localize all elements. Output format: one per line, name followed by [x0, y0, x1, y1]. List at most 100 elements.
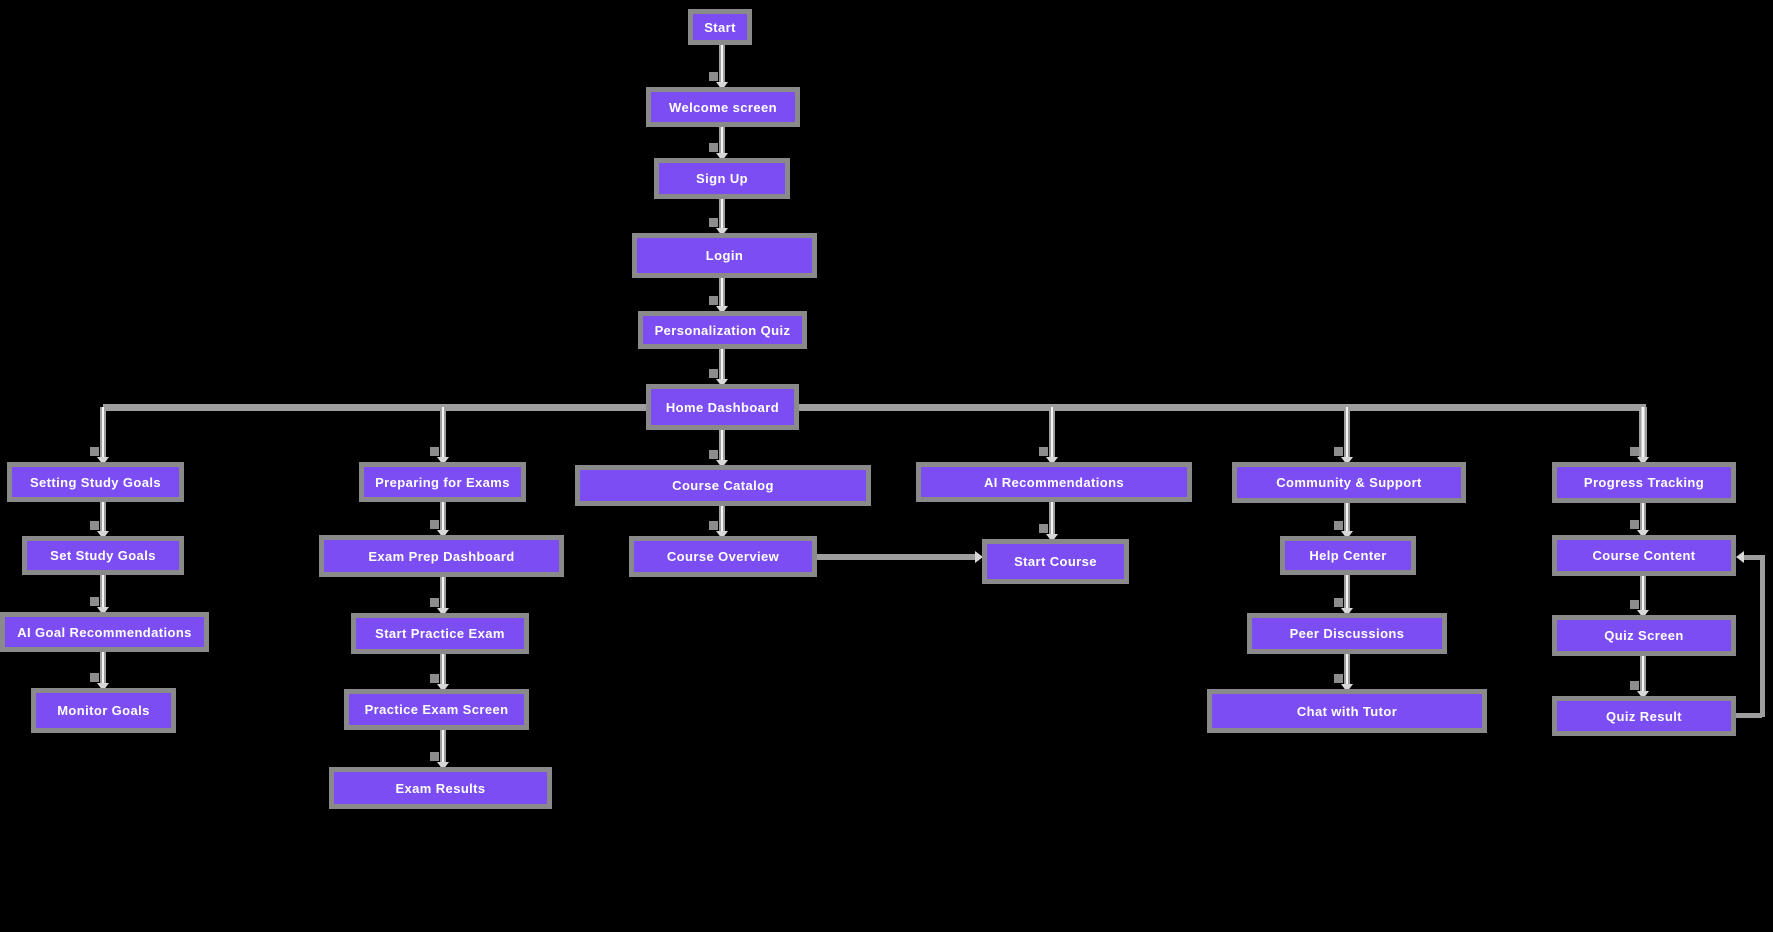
arrowhead-left-icon — [1736, 551, 1744, 563]
edge-exams-3 — [440, 654, 446, 685]
edge-trunk — [103, 403, 1646, 411]
edge-exams-4 — [440, 730, 446, 763]
flow-node-home-dashboard[interactable]: Home Dashboard — [646, 384, 799, 430]
arrowhead-down-icon — [97, 607, 109, 615]
flow-node-sign-up[interactable]: Sign Up — [654, 158, 790, 199]
edge-nub — [709, 369, 718, 378]
arrowhead-down-icon — [1341, 684, 1353, 692]
edge-login-quiz — [719, 278, 725, 307]
arrowhead-down-icon — [1637, 457, 1649, 465]
flow-node-course-catalog[interactable]: Course Catalog — [575, 465, 871, 506]
flow-node-progress-tracking[interactable]: Progress Tracking — [1552, 462, 1736, 503]
edge-nub — [709, 72, 718, 81]
flow-node-personalization-quiz[interactable]: Personalization Quiz — [638, 311, 807, 349]
edge-welcome-signup — [719, 127, 725, 154]
flow-node-exam-results[interactable]: Exam Results — [329, 767, 552, 809]
flow-node-setting-study-goals[interactable]: Setting Study Goals — [7, 462, 184, 502]
edge-nub — [709, 521, 718, 530]
flow-node-ai-recommendations[interactable]: AI Recommendations — [916, 462, 1192, 502]
flow-node-community-support[interactable]: Community & Support — [1232, 462, 1466, 503]
edge-nub — [709, 450, 718, 459]
flow-node-set-study-goals[interactable]: Set Study Goals — [22, 536, 184, 575]
edge-nub — [1334, 521, 1343, 530]
flow-node-exam-prep-dashboard[interactable]: Exam Prep Dashboard — [319, 535, 564, 577]
edge-nub — [1039, 447, 1048, 456]
flow-node-label: Set Study Goals — [50, 548, 156, 563]
edge-nub — [90, 673, 99, 682]
edge-nub — [1630, 447, 1639, 456]
flow-node-label: Setting Study Goals — [29, 474, 162, 490]
edge-loop-in — [1744, 554, 1762, 560]
edge-catalog-overview — [719, 506, 725, 532]
flow-node-label: Monitor Goals — [57, 703, 150, 718]
flow-node-course-content[interactable]: Course Content — [1552, 535, 1736, 576]
edge-progress-2 — [1640, 576, 1646, 611]
arrowhead-down-icon — [97, 531, 109, 539]
edge-progress-3 — [1640, 656, 1646, 692]
edge-loop-out — [1736, 712, 1762, 718]
edge-nub — [430, 447, 439, 456]
arrowhead-down-icon — [437, 684, 449, 692]
arrowhead-down-icon — [1637, 530, 1649, 538]
arrowhead-down-icon — [716, 531, 728, 539]
flow-node-help-center[interactable]: Help Center — [1280, 536, 1416, 575]
edge-quiz-dashboard — [719, 349, 725, 380]
edge-goals-3 — [100, 652, 106, 684]
edge-nub — [430, 520, 439, 529]
flow-node-label: Practice Exam Screen — [364, 702, 509, 717]
flow-node-label: Quiz Result — [1606, 708, 1682, 724]
arrowhead-down-icon — [716, 82, 728, 90]
edge-nub — [1630, 600, 1639, 609]
flow-node-preparing-for-exams[interactable]: Preparing for Exams — [359, 462, 526, 502]
edge-airec-startcourse — [1049, 502, 1055, 535]
edge-nub — [90, 447, 99, 456]
flow-node-login[interactable]: Login — [632, 233, 817, 278]
flow-node-practice-exam-screen[interactable]: Practice Exam Screen — [344, 689, 529, 730]
arrowhead-down-icon — [716, 306, 728, 314]
flow-node-start[interactable]: Start — [688, 9, 752, 45]
arrowhead-down-icon — [437, 530, 449, 538]
flow-node-monitor-goals[interactable]: Monitor Goals — [31, 688, 176, 733]
edge-nub — [1334, 447, 1343, 456]
arrowhead-down-icon — [716, 228, 728, 236]
flow-node-label: Course Content — [1592, 548, 1696, 563]
arrowhead-down-icon — [1341, 531, 1353, 539]
flow-node-chat-with-tutor[interactable]: Chat with Tutor — [1207, 689, 1487, 733]
flow-node-label: Progress Tracking — [1583, 475, 1705, 490]
flow-node-label: Login — [705, 248, 744, 263]
arrowhead-down-icon — [97, 683, 109, 691]
flow-node-label: Personalization Quiz — [654, 322, 791, 338]
edge-community-3 — [1344, 654, 1350, 685]
flow-node-start-practice-exam[interactable]: Start Practice Exam — [351, 613, 529, 654]
flow-node-label: AI Recommendations — [983, 474, 1125, 490]
edge-nub — [1039, 524, 1048, 533]
edge-nub — [430, 598, 439, 607]
edge-nub — [709, 143, 718, 152]
edge-start-welcome — [719, 45, 725, 83]
flow-node-welcome-screen[interactable]: Welcome screen — [646, 87, 800, 127]
arrowhead-down-icon — [97, 457, 109, 465]
flow-node-label: Start — [704, 19, 736, 35]
flow-node-label: Start Course — [1014, 554, 1097, 569]
flow-node-course-overview[interactable]: Course Overview — [629, 536, 817, 577]
arrowhead-down-icon — [716, 153, 728, 161]
edge-nub — [1334, 674, 1343, 683]
flow-node-quiz-result[interactable]: Quiz Result — [1552, 696, 1736, 736]
flow-node-label: AI Goal Recommendations — [17, 624, 192, 640]
arrowhead-down-icon — [1637, 610, 1649, 618]
arrowhead-down-icon — [1046, 534, 1058, 542]
flow-node-ai-goal-recommendations[interactable]: AI Goal Recommendations — [0, 612, 209, 652]
edge-goals-2 — [100, 575, 106, 608]
edge-exams-2 — [440, 577, 446, 609]
edge-loop-up — [1759, 555, 1765, 717]
flow-node-peer-discussions[interactable]: Peer Discussions — [1247, 613, 1447, 654]
arrowhead-down-icon — [716, 379, 728, 387]
flow-node-label: Peer Discussions — [1289, 626, 1405, 641]
flow-node-label: Preparing for Exams — [375, 474, 510, 490]
flow-node-start-course[interactable]: Start Course — [982, 539, 1129, 584]
edge-drop-progress — [1639, 407, 1647, 458]
edge-exams-1 — [440, 502, 446, 531]
flow-node-label: Start Practice Exam — [375, 626, 505, 641]
edge-nub — [1334, 598, 1343, 607]
flow-node-quiz-screen[interactable]: Quiz Screen — [1552, 615, 1736, 656]
